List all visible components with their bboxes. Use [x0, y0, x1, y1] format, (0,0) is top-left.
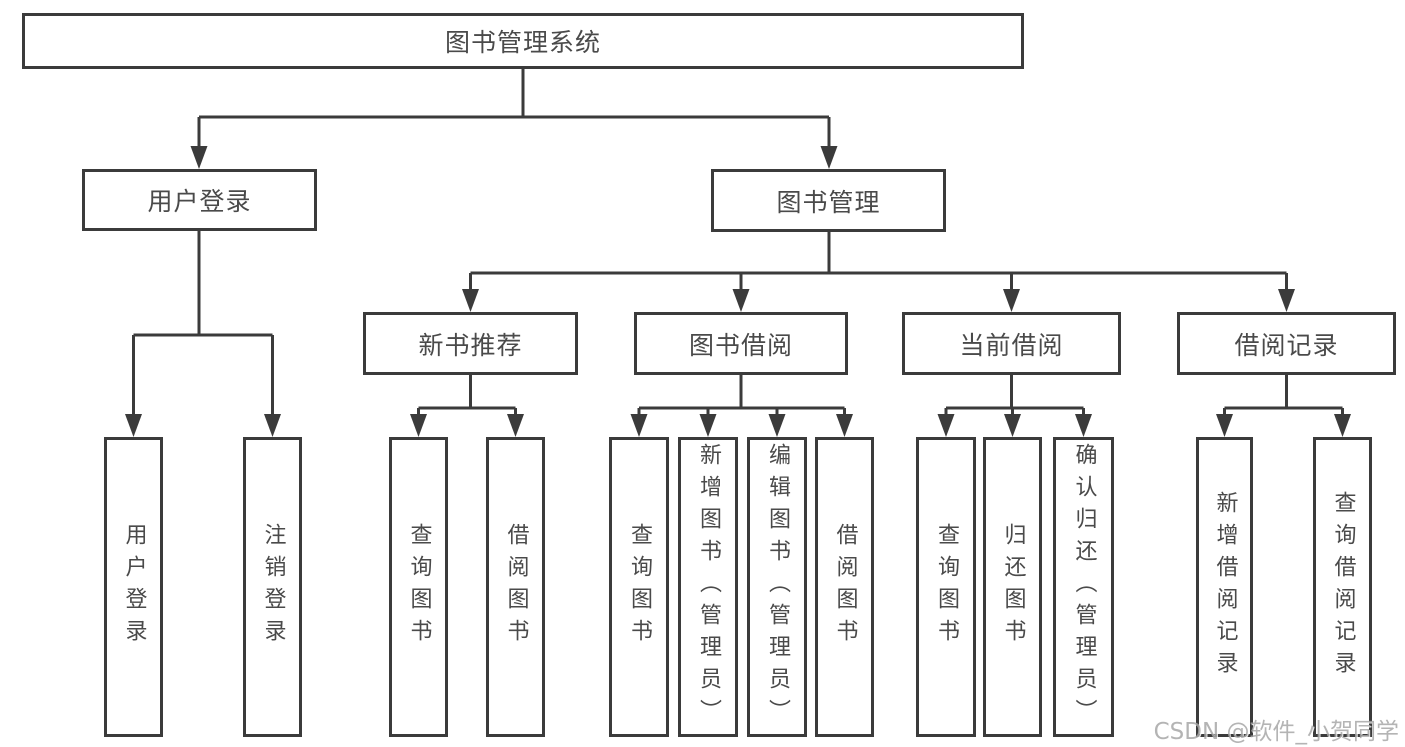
arrowhead	[836, 414, 853, 437]
leaf-query-book-recommend: 查询图书	[389, 437, 448, 737]
node-new-book-recommend: 新书推荐	[363, 312, 578, 375]
node-library-management-system: 图书管理系统	[22, 13, 1024, 69]
leaf-label: 借阅图书	[832, 523, 858, 651]
arrowhead	[1004, 414, 1021, 437]
leaf-label: 编辑图书（管理员）	[765, 443, 790, 731]
arrowhead	[732, 289, 750, 312]
leaf-query-book-current: 查询图书	[916, 437, 976, 737]
node-label: 新书推荐	[418, 330, 523, 360]
leaf-return-book: 归还图书	[983, 437, 1042, 737]
arrowhead	[125, 414, 142, 437]
node-book-borrow: 图书借阅	[634, 312, 848, 375]
arrowhead	[1334, 414, 1351, 437]
leaf-borrow-book-recommend: 借阅图书	[486, 437, 545, 737]
leaf-add-book-admin: 新增图书（管理员）	[678, 437, 738, 737]
arrowhead	[937, 414, 955, 437]
leaf-edit-book-admin: 编辑图书（管理员）	[747, 437, 807, 737]
node-book-management: 图书管理	[711, 169, 946, 232]
csdn-watermark: CSDN @软件_小贺同学	[1153, 719, 1399, 745]
arrowhead	[410, 414, 427, 437]
arrowhead	[1003, 289, 1020, 312]
arrowhead	[507, 414, 524, 437]
leaf-label: 查询图书	[627, 523, 652, 651]
arrowhead	[768, 414, 786, 437]
node-borrow-record: 借阅记录	[1177, 312, 1396, 375]
node-current-borrow: 当前借阅	[902, 312, 1121, 375]
node-label: 当前借阅	[959, 330, 1064, 360]
leaf-label: 借阅图书	[503, 523, 529, 651]
node-label: 用户登录	[147, 187, 252, 216]
arrowhead	[462, 289, 479, 312]
arrowhead	[1278, 289, 1295, 312]
arrowhead	[190, 146, 208, 169]
leaf-borrow-book: 借阅图书	[815, 437, 874, 737]
arrowhead	[1075, 414, 1092, 437]
leaf-label: 查询图书	[934, 523, 959, 651]
leaf-label: 新增图书（管理员）	[696, 443, 721, 731]
leaf-label: 注销登录	[260, 523, 286, 651]
leaf-label: 归还图书	[1000, 523, 1026, 651]
leaf-confirm-return-admin: 确认归还（管理员）	[1053, 437, 1114, 737]
node-label: 借阅记录	[1234, 330, 1339, 360]
leaf-label: 查询图书	[406, 523, 432, 651]
arrowhead	[699, 414, 717, 437]
leaf-user-login: 用户登录	[104, 437, 163, 737]
arrowhead	[1216, 414, 1233, 437]
leaf-logout: 注销登录	[243, 437, 302, 737]
node-label: 图书管理系统	[444, 28, 601, 57]
leaf-label: 新增借阅记录	[1212, 491, 1238, 683]
node-label: 图书借阅	[688, 330, 793, 360]
leaf-label: 用户登录	[121, 523, 147, 651]
arrowhead	[264, 414, 281, 437]
node-label: 图书管理	[776, 187, 881, 217]
leaf-add-borrow-record: 新增借阅记录	[1196, 437, 1253, 737]
leaf-label: 确认归还（管理员）	[1071, 443, 1097, 731]
arrowhead	[630, 414, 648, 437]
leaf-query-borrow-record: 查询借阅记录	[1313, 437, 1372, 737]
leaf-query-book-borrow: 查询图书	[609, 437, 669, 737]
arrowhead	[820, 146, 838, 169]
leaf-label: 查询借阅记录	[1330, 491, 1356, 683]
node-user-login: 用户登录	[82, 169, 317, 231]
